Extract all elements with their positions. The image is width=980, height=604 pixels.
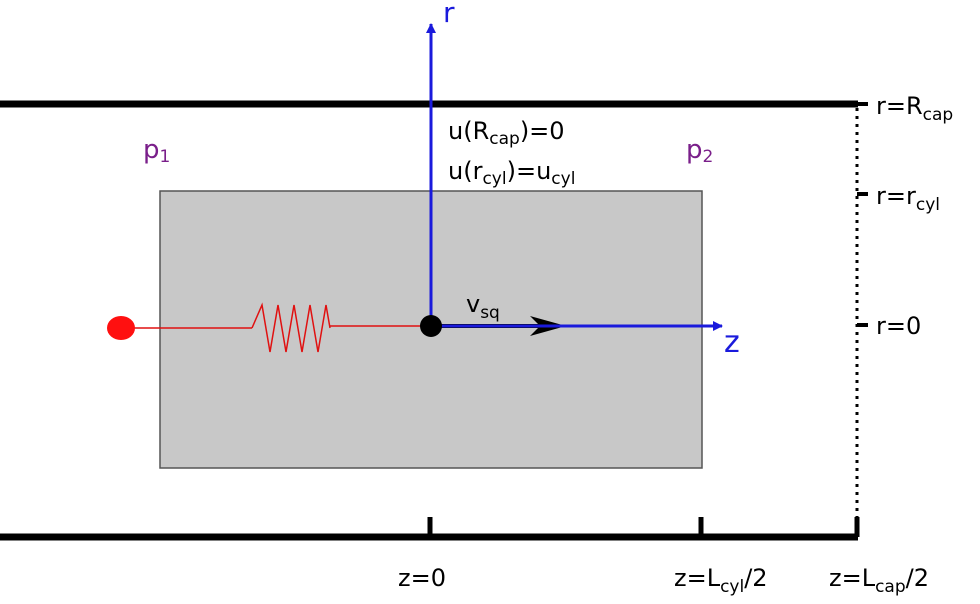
boundary-condition-outer: u(Rcap)=0 [448, 117, 565, 149]
cylinder-center-dot [420, 315, 442, 337]
boundary-condition-inner: u(rcyl)=ucyl [448, 157, 575, 189]
z-cap-label: z=Lcap/2 [829, 564, 929, 597]
r-cyl-label: r=rcyl [876, 182, 940, 215]
pressure-p2-label: p2 [686, 135, 713, 167]
spring-coil [251, 302, 331, 353]
r-cap-label: r=Rcap [876, 92, 953, 125]
r-axis-label: r [443, 0, 455, 29]
z-cyl-label: z=Lcyl/2 [674, 564, 768, 597]
z-axis-label: z [724, 325, 740, 360]
velocity-label: vsq [466, 290, 500, 323]
r-zero-label: r=0 [876, 312, 921, 340]
pressure-p1-label: p1 [143, 135, 170, 167]
spring-anchor-dot [107, 316, 135, 340]
z-zero-label: z=0 [398, 564, 446, 592]
